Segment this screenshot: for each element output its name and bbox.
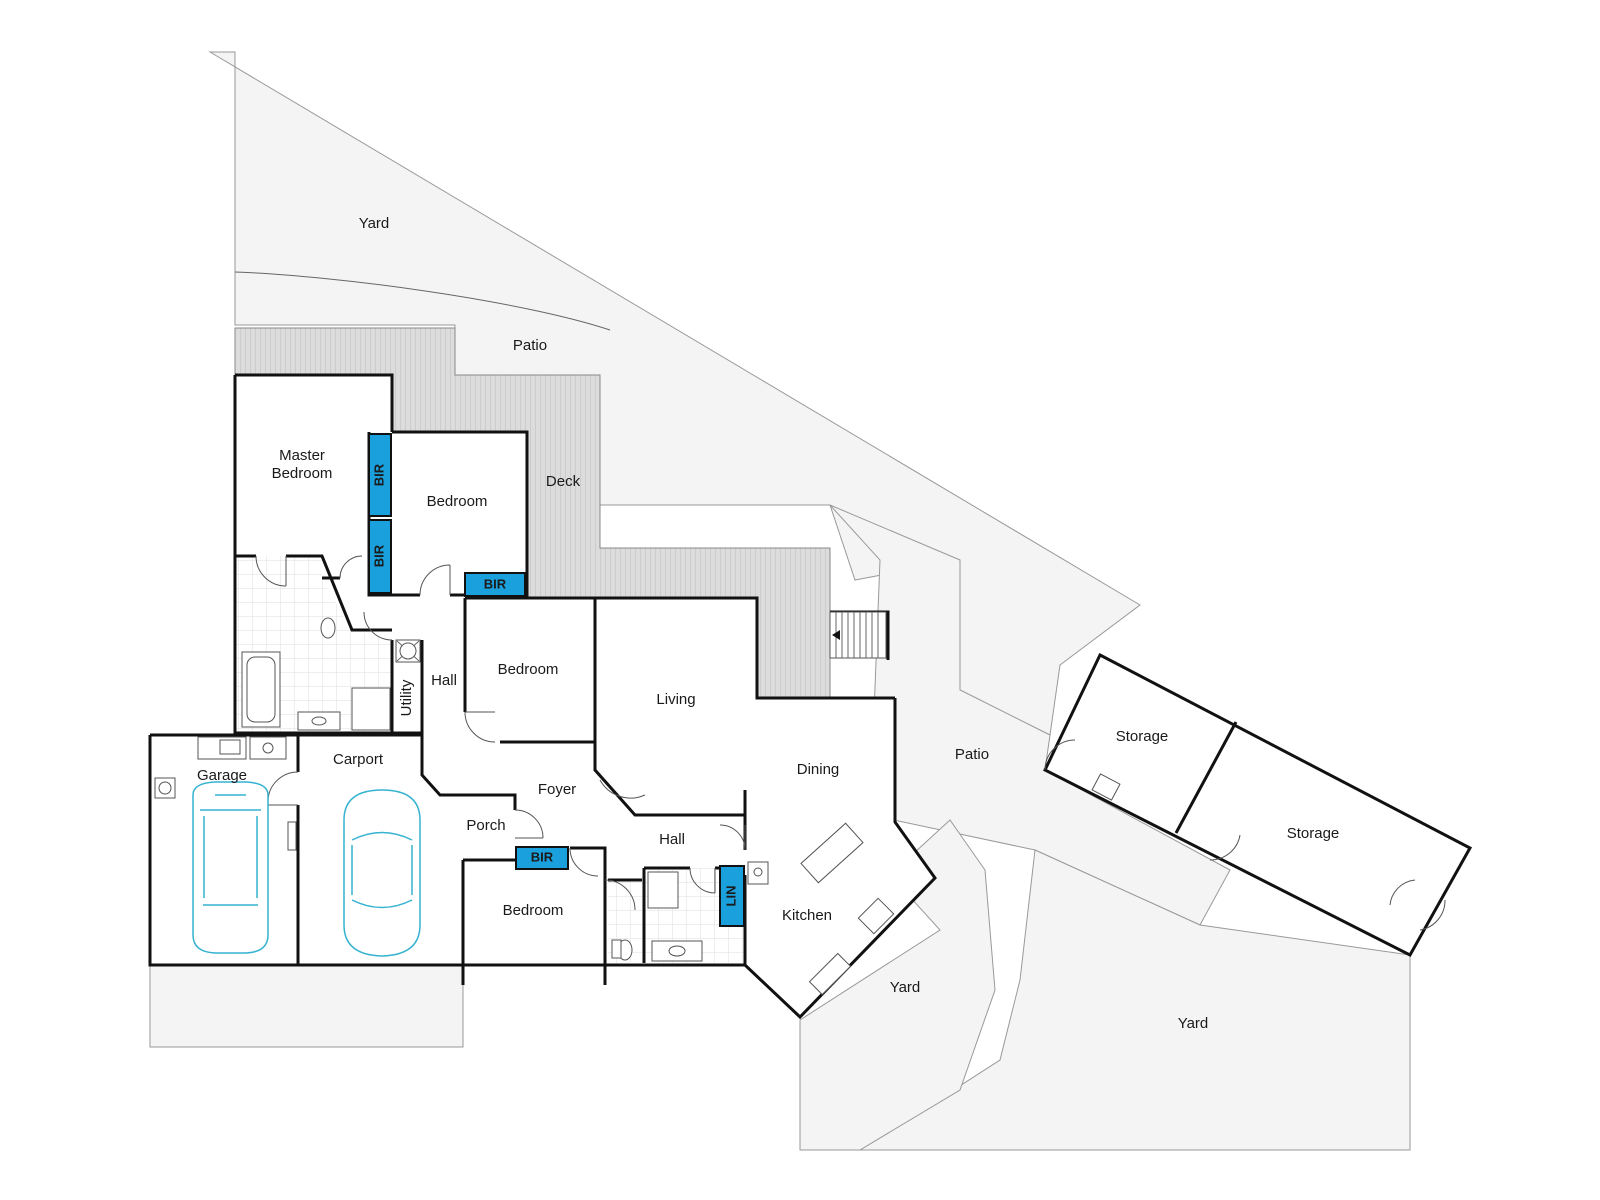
label-yard-center: Yard xyxy=(890,979,921,996)
shower xyxy=(351,687,391,731)
carport-car xyxy=(343,789,421,957)
storage-sink xyxy=(1091,773,1121,801)
garage-car xyxy=(192,781,269,954)
label-master-bedroom-2: Bedroom xyxy=(272,465,333,482)
label-bir-lower-bedroom: BIR xyxy=(531,849,554,864)
label-master-bedroom-1: Master xyxy=(279,447,325,464)
label-patio-top: Patio xyxy=(513,337,547,354)
walls xyxy=(148,373,937,1020)
label-bir-master-lower: BIR xyxy=(371,544,386,567)
corner-shower xyxy=(647,871,679,909)
bir-master-lower xyxy=(368,519,392,594)
label-bir-master-upper: BIR xyxy=(371,463,386,486)
label-yard-top: Yard xyxy=(359,215,390,232)
label-bir-bedroom: BIR xyxy=(484,576,507,591)
label-kitchen: Kitchen xyxy=(782,907,832,924)
label-storage-2: Storage xyxy=(1287,825,1340,842)
label-storage-1: Storage xyxy=(1116,728,1169,745)
label-bedroom-middle: Bedroom xyxy=(498,661,559,678)
label-dining: Dining xyxy=(797,761,840,778)
fixtures xyxy=(154,617,1121,996)
label-bedroom-lower: Bedroom xyxy=(503,902,564,919)
bir-master-upper xyxy=(368,433,392,517)
bir-lower-bedroom xyxy=(515,846,569,870)
label-utility: Utility xyxy=(398,679,415,716)
label-bedroom-upper: Bedroom xyxy=(427,493,488,510)
kitchen-sink xyxy=(808,952,852,996)
label-foyer: Foyer xyxy=(538,781,576,798)
label-patio-right: Patio xyxy=(955,746,989,763)
lin-cupboard xyxy=(719,865,745,927)
stairs xyxy=(829,611,887,659)
label-carport: Carport xyxy=(333,751,384,768)
label-lin: LIN xyxy=(723,886,738,907)
label-porch: Porch xyxy=(466,817,505,834)
yard-center-area xyxy=(799,819,996,1151)
label-yard-right: Yard xyxy=(1178,1015,1209,1032)
label-hall-lower: Hall xyxy=(659,831,685,848)
toilet xyxy=(320,617,336,639)
kitchen-cooktop xyxy=(857,897,895,935)
yard-right-area xyxy=(858,849,1411,1151)
kitchen-island xyxy=(800,822,864,884)
bir-bedroom xyxy=(464,572,526,597)
driveway-apron xyxy=(149,964,464,1048)
label-living: Living xyxy=(656,691,695,708)
label-garage: Garage xyxy=(197,767,247,784)
label-hall-upper: Hall xyxy=(431,672,457,689)
label-deck: Deck xyxy=(546,473,581,490)
